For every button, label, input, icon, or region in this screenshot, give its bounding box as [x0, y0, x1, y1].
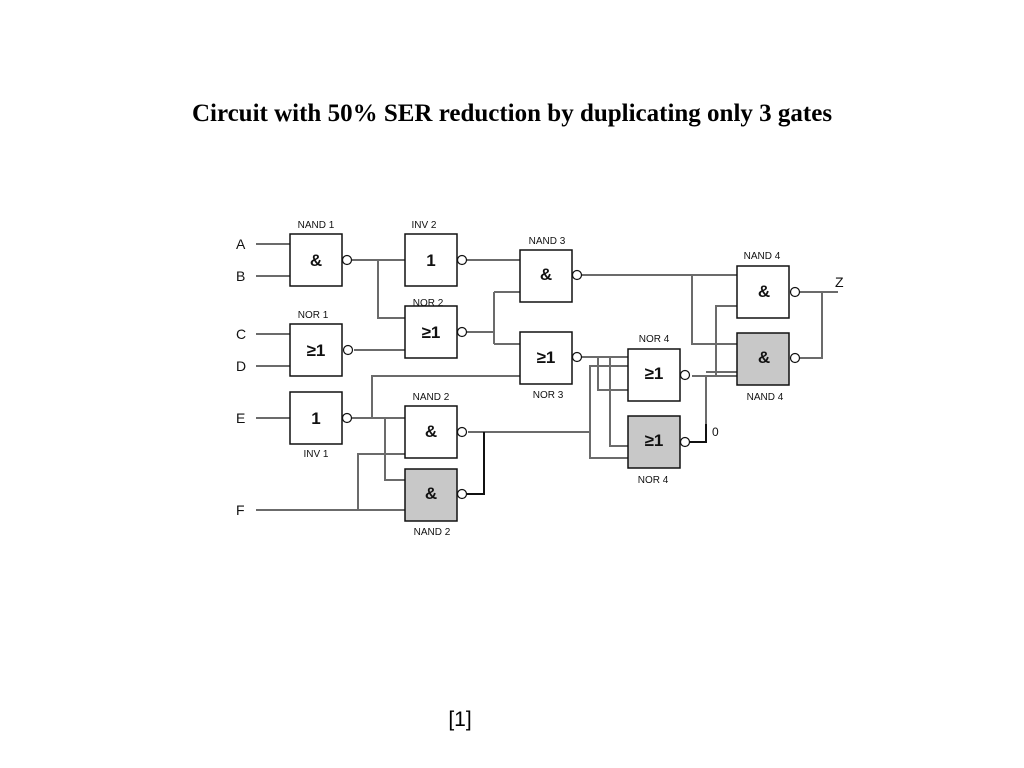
- gate-nor1-bubble: [342, 344, 354, 356]
- gate-nand2-label: NAND 2: [413, 392, 450, 403]
- gate-nand3-symbol: &: [540, 265, 552, 284]
- gate-nor4-duplicate-symbol: ≥1: [645, 431, 664, 450]
- input-label-e: E: [236, 410, 245, 426]
- slide-title: Circuit with 50% SER reduction by duplic…: [191, 100, 833, 127]
- gate-nor4-duplicate: ≥1 NOR 4: [627, 415, 691, 486]
- gate-inv1: 1 INV 1: [289, 391, 353, 460]
- gate-nor4-duplicate-label: NOR 4: [638, 475, 669, 486]
- gate-nand4-duplicate-symbol: &: [758, 348, 770, 367]
- wire-f-branch: [357, 453, 405, 510]
- gate-nor2-bubble: [456, 326, 468, 338]
- gate-nand2-duplicate-label: NAND 2: [414, 527, 451, 538]
- gate-nor4-duplicate-bubble: [679, 436, 691, 448]
- wire-nor4-out: [692, 305, 737, 377]
- gate-nand2-duplicate: & NAND 2: [404, 468, 468, 538]
- gate-inv1-symbol: 1: [311, 409, 320, 428]
- wire-nand1-out: [352, 259, 405, 319]
- gate-nor1-symbol: ≥1: [307, 341, 326, 360]
- gate-nand4-duplicate: & NAND 4: [736, 332, 801, 403]
- gate-nor4: ≥1 NOR 4: [627, 334, 691, 402]
- gate-nand1-label: NAND 1: [298, 220, 335, 231]
- gate-nand2-bubble: [456, 426, 468, 438]
- output-label-z: Z: [835, 274, 844, 290]
- gate-nor4-body: [627, 348, 681, 402]
- gate-inv1-body: [289, 391, 343, 445]
- gate-nor1-label: NOR 1: [298, 310, 329, 321]
- gate-nand3-bubble: [571, 269, 583, 281]
- gate-nand2-body: [404, 405, 458, 459]
- wire-nand2-dup-out: [466, 432, 485, 495]
- gate-nand2-duplicate-symbol: &: [425, 484, 437, 503]
- gate-inv1-bubble: [341, 412, 353, 424]
- wire-nor2-out: [466, 291, 520, 345]
- wire-nor3-out: [580, 356, 628, 447]
- gate-inv2-symbol: 1: [426, 251, 435, 270]
- input-label-a: A: [236, 236, 246, 252]
- gate-inv2-label: INV 2: [411, 220, 436, 231]
- gate-nand4-bubble: [789, 286, 801, 298]
- gate-nand1: & NAND 1: [289, 220, 353, 287]
- gate-nand1-bubble: [341, 254, 353, 266]
- gate-nand4-duplicate-bubble: [789, 352, 801, 364]
- gate-nor1: ≥1 NOR 1: [289, 310, 354, 377]
- gate-nor4-bubble: [679, 369, 691, 381]
- wire-nand2-out: [468, 365, 628, 459]
- gate-nand4-body: [736, 265, 790, 319]
- gate-nand4-label: NAND 4: [744, 251, 781, 262]
- node-label-0: 0: [712, 425, 719, 439]
- input-label-f: F: [236, 502, 245, 518]
- footnote-reference: [1]: [448, 708, 472, 731]
- gate-nand4-duplicate-label: NAND 4: [747, 392, 784, 403]
- wire-nand3-out: [580, 274, 737, 345]
- gate-nor3-bubble: [571, 351, 583, 363]
- gate-inv2: 1 INV 2: [404, 220, 468, 287]
- gate-nand3: & NAND 3: [519, 236, 583, 303]
- gate-nor4-label: NOR 4: [639, 334, 670, 345]
- wire-z: [800, 291, 838, 359]
- input-label-b: B: [236, 268, 245, 284]
- gate-nor2-label: NOR 2: [413, 298, 444, 309]
- input-label-c: C: [236, 326, 246, 342]
- gate-nor3: ≥1 NOR 3: [519, 331, 583, 401]
- gate-nand4-duplicate-body: [736, 332, 790, 386]
- gate-inv1-label: INV 1: [303, 449, 328, 460]
- gate-nand4-symbol: &: [758, 282, 770, 301]
- gate-nand2-duplicate-bubble: [456, 488, 468, 500]
- wire-inv1-out: [352, 375, 520, 481]
- gate-nand1-symbol: &: [310, 251, 322, 270]
- wire-nor4-dup-out: [684, 422, 707, 443]
- gate-nor3-label: NOR 3: [533, 390, 564, 401]
- wires: [256, 243, 838, 511]
- gate-nand2-symbol: &: [425, 422, 437, 441]
- gate-nor1-body: [289, 323, 343, 377]
- input-label-d: D: [236, 358, 246, 374]
- gate-inv2-bubble: [456, 254, 468, 266]
- gate-nor2-symbol: ≥1: [422, 323, 441, 342]
- gate-nand2-duplicate-body: [404, 468, 458, 522]
- gate-nand3-body: [519, 249, 573, 303]
- gate-nor4-duplicate-body: [627, 415, 681, 469]
- gate-nor4-symbol: ≥1: [645, 364, 664, 383]
- wire-node-0: [705, 371, 737, 424]
- gate-nand3-label: NAND 3: [529, 236, 566, 247]
- gate-nor3-symbol: ≥1: [537, 348, 556, 367]
- gate-nand4: & NAND 4: [736, 251, 801, 319]
- gate-nand2: & NAND 2: [404, 392, 468, 459]
- gate-nor2: NOR 2 ≥1: [404, 298, 468, 359]
